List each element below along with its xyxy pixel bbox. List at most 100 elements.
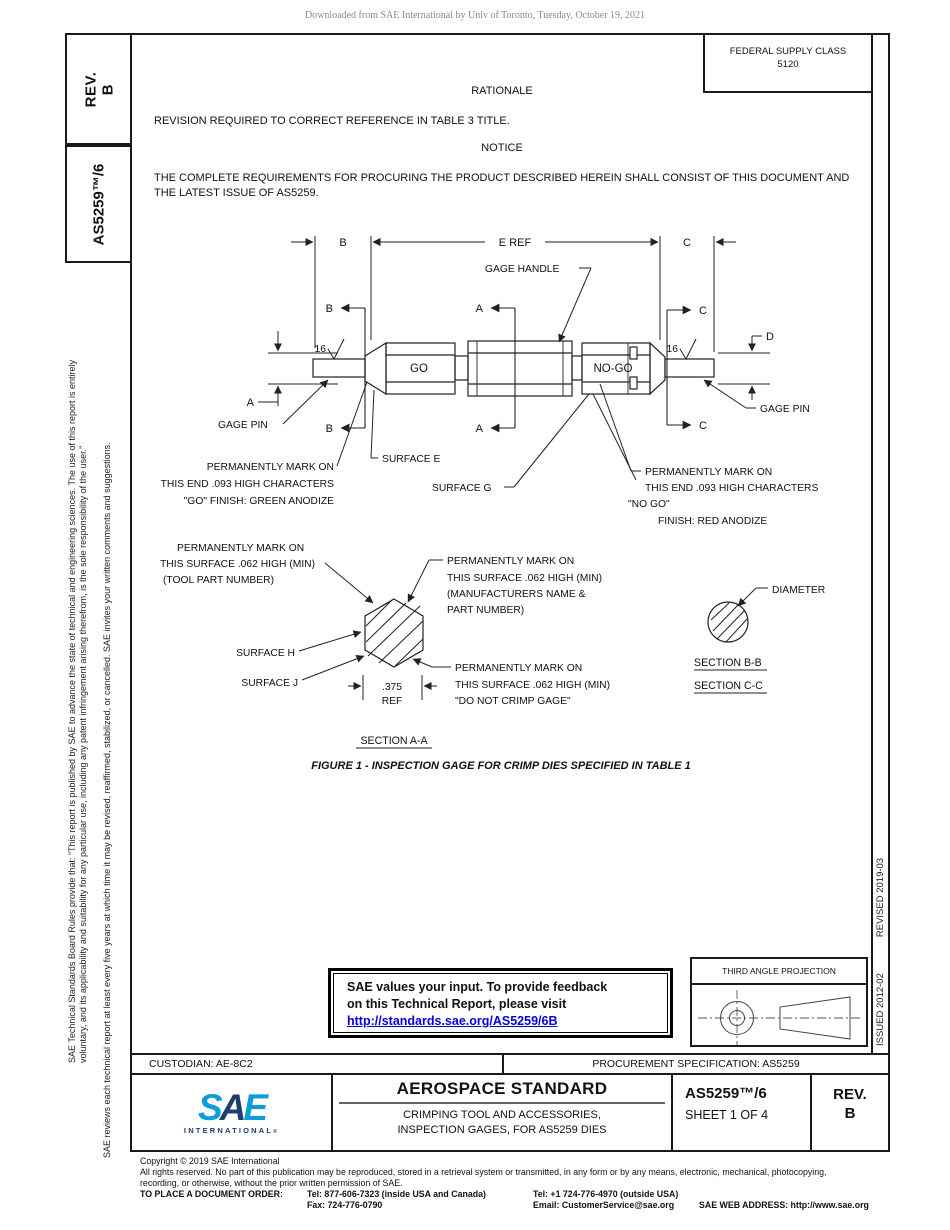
revised-date: REVISED 2019-03 [875,857,886,938]
copyright-line: Copyright © 2019 SAE International [140,1156,280,1166]
mark-tool-line2: THIS SURFACE .062 HIGH (MIN) [160,559,315,570]
surface-j-label: SURFACE J [241,678,298,689]
rationale-text: REVISION REQUIRED TO CORRECT REFERENCE I… [154,115,510,127]
email-line: Email: CustomerService@sae.org [533,1200,675,1210]
mark-nogo-line2: THIS END .093 HIGH CHARACTERS [645,483,818,494]
dim-b-label: B [339,237,346,249]
title-divider [339,1102,665,1104]
third-angle-projection-symbol [698,990,860,1045]
feedback-link[interactable]: http://standards.sae.org/AS5259/6B [347,1014,558,1028]
doc-number-text: AS5259™/6 [90,163,107,245]
mark-go-line3: "GO" FINISH: GREEN ANODIZE [184,496,334,507]
tel-outside: Tel: +1 724-776-4970 (outside USA) [533,1189,679,1199]
logo-international: INTERNATIONAL [183,1125,274,1135]
feedback-box-inner: SAE values your input. To provide feedba… [333,973,668,1033]
dim-a-pin-label: A [247,397,255,409]
mark-mfr-line1: PERMANENTLY MARK ON [447,556,574,567]
diameter-label: DIAMETER [772,585,825,596]
surface-e-label: SURFACE E [382,454,440,465]
sidebar-disclaimer-2: SAE reviews each technical report at lea… [102,442,112,1158]
fax-line: Fax: 724-776-0790 [307,1200,383,1210]
dim-c-label: C [683,237,691,249]
mark-tool-line1: PERMANENTLY MARK ON [177,543,304,554]
title-block-rev-label: REV. [833,1086,867,1103]
mark-go-line2: THIS END .093 HIGH CHARACTERS [161,479,334,490]
disclaimer-line-1: SAE Technical Standards Board Rules prov… [67,359,77,1063]
section-a-top-label: A [476,303,484,315]
doc-title-line2: INSPECTION GAGES, FOR AS5259 DIES [397,1124,607,1136]
section-aa-leaders [298,559,451,700]
dim-ref-label: REF [382,696,403,707]
title-cell: AEROSPACE STANDARD CRIMPING TOOL AND ACC… [333,1075,673,1150]
rev-cell: REV. B [812,1075,888,1150]
tel-inside: Tel: 877-606-7323 (inside USA and Canada… [307,1189,486,1199]
logo-letter-a: A [219,1086,247,1128]
web-address: SAE WEB ADDRESS: http://www.sae.org [699,1200,869,1210]
section-bb-title: SECTION B-B [694,657,762,669]
finish-16-right: 16 [667,344,679,355]
diameter-leader [737,587,768,607]
surface-h-label: SURFACE H [236,648,295,659]
rev-box: REV. B [65,33,132,145]
issued-date: ISSUED 2012-02 [875,973,886,1046]
no-go-marking: NO-GO [594,363,633,375]
mark-mfr-line2: THIS SURFACE .062 HIGH (MIN) [447,573,602,584]
section-bb-circle [707,601,749,643]
rev-value: B [98,83,116,95]
title-block-doc-number: AS5259™/6 [685,1085,767,1102]
doc-number-box: AS5259™/6 [65,145,132,263]
right-column-divider [871,33,873,1053]
mark-tool-line3: (TOOL PART NUMBER) [163,575,274,586]
section-aa-hexagon [364,598,424,668]
section-cut-lines [340,303,692,433]
fsc-value: 5120 [777,59,799,70]
dim-d-pin-label: D [766,331,774,343]
custodian-row: CUSTODIAN: AE-8C2 PROCUREMENT SPECIFICAT… [130,1053,890,1075]
order-label: TO PLACE A DOCUMENT ORDER: [140,1189,283,1199]
dim-375-label: .375 [382,682,402,693]
section-a-bottom-label: A [476,423,484,435]
sae-logo: SAE INTERNATIONAL® [132,1075,333,1150]
disclaimer-line-2: voluntary, and its applicability and sui… [77,445,88,1063]
gage-pin-right-label: GAGE PIN [760,404,810,415]
gage-handle-label: GAGE HANDLE [485,264,560,275]
dim-d-lines [718,335,770,400]
go-marking: GO [410,363,428,375]
gage-pin-left-label: GAGE PIN [218,420,268,431]
fsc-label: FEDERAL SUPPLY CLASS [729,46,847,57]
sidebar-disclaimer-1: SAE Technical Standards Board Rules prov… [67,360,88,1063]
federal-supply-class-box: FEDERAL SUPPLY CLASS 5120 [703,33,873,93]
body-leader-lines [282,267,756,488]
title-block: SAE INTERNATIONAL® AEROSPACE STANDARD CR… [130,1073,890,1152]
mark-nogo-line1: PERMANENTLY MARK ON [645,467,772,478]
doc-number-cell: AS5259™/6 SHEET 1 OF 4 [673,1075,812,1150]
custodian-cell: CUSTODIAN: AE-8C2 [132,1055,504,1073]
third-angle-projection-box: THIRD ANGLE PROJECTION [690,957,868,1047]
mark-nogo-line4: FINISH: RED ANODIZE [658,516,767,527]
procurement-cell: PROCUREMENT SPECIFICATION: AS5259 [592,1058,800,1070]
rights-line1: All rights reserved. No part of this pub… [140,1167,827,1177]
section-b-bottom-label: B [326,423,333,435]
logo-letter-s: S [197,1086,223,1128]
top-dimension-lines [291,236,736,352]
section-cc-title: SECTION C-C [694,680,763,692]
finish-16-left: 16 [315,344,327,355]
mark-crimp-line3: "DO NOT CRIMP GAGE" [455,696,571,707]
mark-crimp-line2: THIS SURFACE .062 HIGH (MIN) [455,680,610,691]
rev-label: REV. [81,71,99,107]
mark-go-line1: PERMANENTLY MARK ON [207,462,334,473]
section-c-bottom-label: C [699,420,707,432]
figure-1-drawing: B E REF C B B A A C C [160,236,825,749]
surface-g-label: SURFACE G [432,483,492,494]
title-block-rev-value: B [844,1105,856,1122]
rationale-heading: RATIONALE [471,85,533,97]
issued-revised-strip: ISSUED 2012-02 REVISED 2019-03 [875,858,886,1046]
third-angle-projection-title: THIRD ANGLE PROJECTION [692,959,866,985]
section-aa-title: SECTION A-A [360,735,428,747]
sae-logo-subtitle: INTERNATIONAL® [184,1126,279,1135]
sheet-number: SHEET 1 OF 4 [685,1108,769,1122]
rev-box-text: REV. B [67,35,130,143]
sae-logo-word: SAE [198,1089,268,1126]
notice-heading: NOTICE [481,142,523,154]
mark-nogo-line3: "NO GO" [628,499,670,510]
